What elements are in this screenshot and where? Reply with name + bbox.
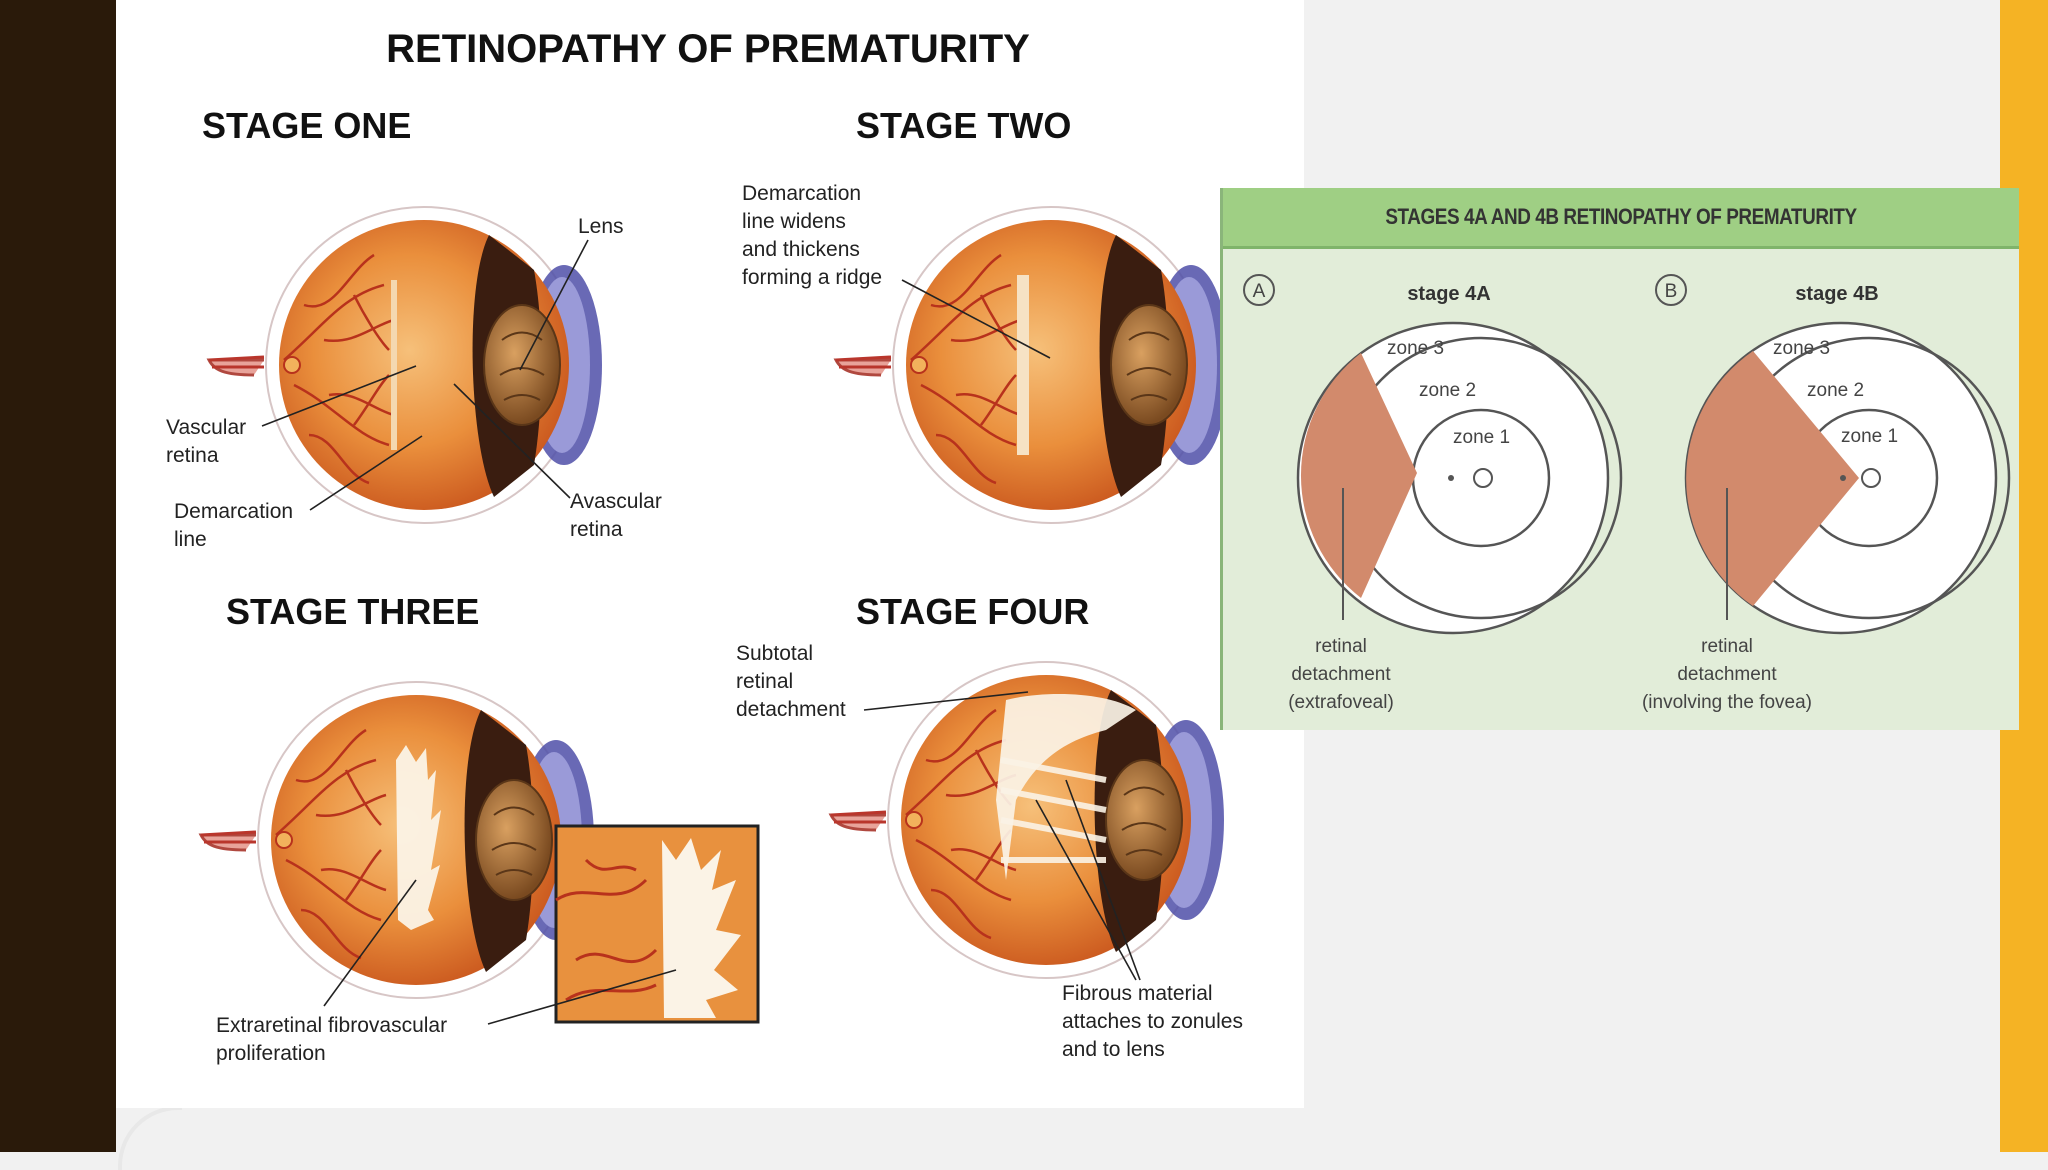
stage-4b-det-2: detachment — [1677, 664, 1777, 685]
stage-one-eye — [207, 205, 604, 525]
stage-three-inset — [554, 824, 760, 1024]
vascular-label-2: retina — [166, 444, 219, 467]
vascular-label-1: Vascular — [166, 416, 246, 439]
badge-a-circle — [1243, 274, 1275, 306]
stage-4b-zone2: zone 2 — [1807, 380, 1864, 401]
stage-three-heading: STAGE THREE — [226, 591, 479, 632]
fibrous-leader-2 — [1065, 779, 1141, 981]
demarcation-label-2: line — [174, 528, 207, 551]
fibrous-label-1: Fibrous material — [1062, 982, 1213, 1005]
stage-three-leader-inset — [487, 969, 677, 1025]
stage-one-heading: STAGE ONE — [202, 105, 411, 146]
subtotal-label-1: Subtotal — [736, 642, 813, 665]
stage-4a-det-2: detachment — [1291, 664, 1391, 685]
stage-4b-label: stage 4B — [1795, 283, 1878, 305]
stages-4a-4b-panel: STAGES 4A AND 4B RETINOPATHY OF PREMATUR… — [1220, 188, 2019, 730]
fibrous-label-2: attaches to zonules — [1062, 1010, 1243, 1033]
stages-panel-header: STAGES 4A AND 4B RETINOPATHY OF PREMATUR… — [1223, 188, 2019, 249]
demarcation-leader — [309, 435, 423, 511]
stage-4b-det-1: retinal — [1701, 636, 1753, 657]
stages-zone-diagram: A stage 4A zone 3 zone 2 zone 1 retinal … — [1243, 274, 2011, 713]
stage-4b-zone1: zone 1 — [1841, 426, 1898, 447]
stage-three-note-1: Extraretinal fibrovascular — [216, 1014, 447, 1037]
badge-b: B — [1665, 281, 1678, 302]
rop-illustration-svg: RETINOPATHY OF PREMATURITY STAGE ONE Len… — [166, 27, 1243, 1065]
stage-two-note-1: Demarcation — [742, 182, 861, 205]
rop-stages-illustration: RETINOPATHY OF PREMATURITY STAGE ONE Len… — [116, 0, 1304, 1108]
stage-three-note-2: proliferation — [216, 1042, 326, 1065]
stage-4a-det-3: (extrafoveal) — [1288, 692, 1394, 713]
demarcation-label-1: Demarcation — [174, 500, 293, 523]
left-decor-band — [0, 0, 116, 1152]
badge-a: A — [1253, 281, 1266, 302]
subtotal-label-3: detachment — [736, 698, 846, 721]
subtotal-label-2: retinal — [736, 670, 793, 693]
stage-4a-zone3: zone 3 — [1387, 338, 1444, 359]
stage-4a-zone2: zone 2 — [1419, 380, 1476, 401]
avascular-label-2: retina — [570, 518, 623, 541]
bottom-decor-curve — [118, 1106, 182, 1170]
stage-4b-detachment — [1686, 351, 1859, 606]
fibrous-leader-1 — [1035, 799, 1137, 981]
lens-leader — [519, 239, 589, 371]
stage-4b-det-3: (involving the fovea) — [1642, 692, 1812, 713]
stage-four-eye — [829, 660, 1226, 980]
stage-three-leader-eye — [323, 879, 417, 1007]
stage-4a-detachment — [1300, 353, 1417, 598]
stage-two-leader — [901, 279, 1051, 359]
stage-two-heading: STAGE TWO — [856, 105, 1071, 146]
lens-label: Lens — [578, 215, 624, 238]
stages-panel-title: STAGES 4A AND 4B RETINOPATHY OF PREMATUR… — [1385, 204, 1857, 229]
stage-4a-det-1: retinal — [1315, 636, 1367, 657]
avascular-leader — [453, 383, 571, 499]
stage-four-heading: STAGE FOUR — [856, 591, 1089, 632]
badge-b-circle — [1655, 274, 1687, 306]
vascular-leader — [261, 365, 417, 427]
stage-4b-diagram — [1684, 321, 2011, 635]
stage-three-eye — [199, 680, 596, 1000]
stage-two-note-4: forming a ridge — [742, 266, 882, 289]
avascular-label-1: Avascular — [570, 490, 662, 513]
subtotal-leader — [863, 691, 1029, 711]
stage-two-note-3: and thickens — [742, 238, 860, 261]
stage-4a-diagram — [1296, 321, 1623, 635]
stage-two-note-2: line widens — [742, 210, 846, 233]
stage-4a-label: stage 4A — [1407, 283, 1490, 305]
main-title: RETINOPATHY OF PREMATURITY — [386, 27, 1030, 71]
stage-4a-zone1: zone 1 — [1453, 427, 1510, 448]
stage-4b-zone3: zone 3 — [1773, 338, 1830, 359]
stage-two-eye — [834, 205, 1231, 525]
fibrous-label-3: and to lens — [1062, 1038, 1165, 1061]
